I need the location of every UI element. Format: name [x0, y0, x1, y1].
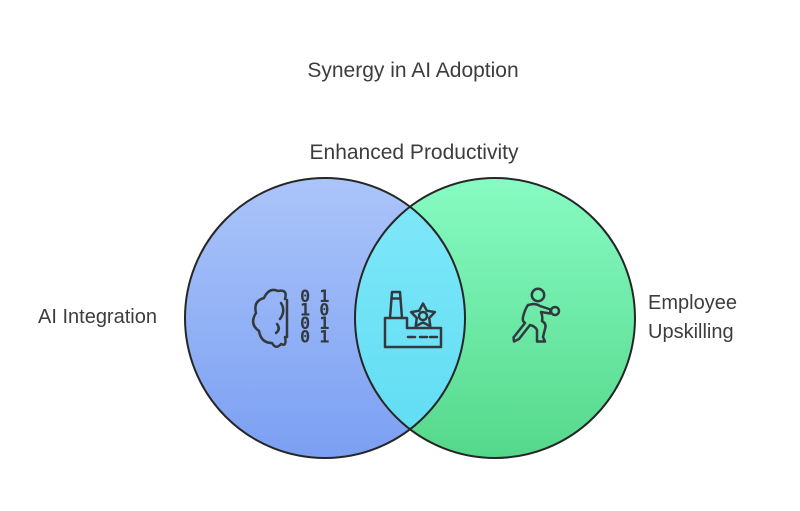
factory-gear-icon: [383, 290, 443, 349]
gear-hub: [417, 310, 429, 322]
brain-binary-icon: 01 10 01 01: [251, 287, 338, 348]
factory-building: [383, 316, 443, 349]
binary-row: 01: [300, 287, 338, 307]
brain-fold-lower: [274, 322, 280, 335]
gear-teeth: [409, 302, 437, 328]
brain-fold-upper: [278, 301, 285, 321]
binary-row: 10: [300, 301, 338, 321]
page-title: Synergy in AI Adoption: [307, 59, 519, 82]
person-motion-icon: [512, 287, 561, 343]
person-head: [530, 287, 546, 303]
left-circle-outline: [184, 177, 466, 459]
person-body: [512, 302, 552, 343]
right-circle-outline: [354, 177, 636, 459]
binary-row: 01: [300, 314, 338, 334]
overlap-label: Enhanced Productivity: [309, 141, 519, 164]
factory-chimney: [388, 290, 404, 320]
left-circle-label: AI Integration: [38, 306, 157, 328]
brain-outline: [251, 288, 287, 348]
binary-row: 01: [300, 328, 338, 348]
right-circle-label: Employee Upskilling: [648, 292, 737, 343]
overlap-region: [355, 178, 465, 458]
